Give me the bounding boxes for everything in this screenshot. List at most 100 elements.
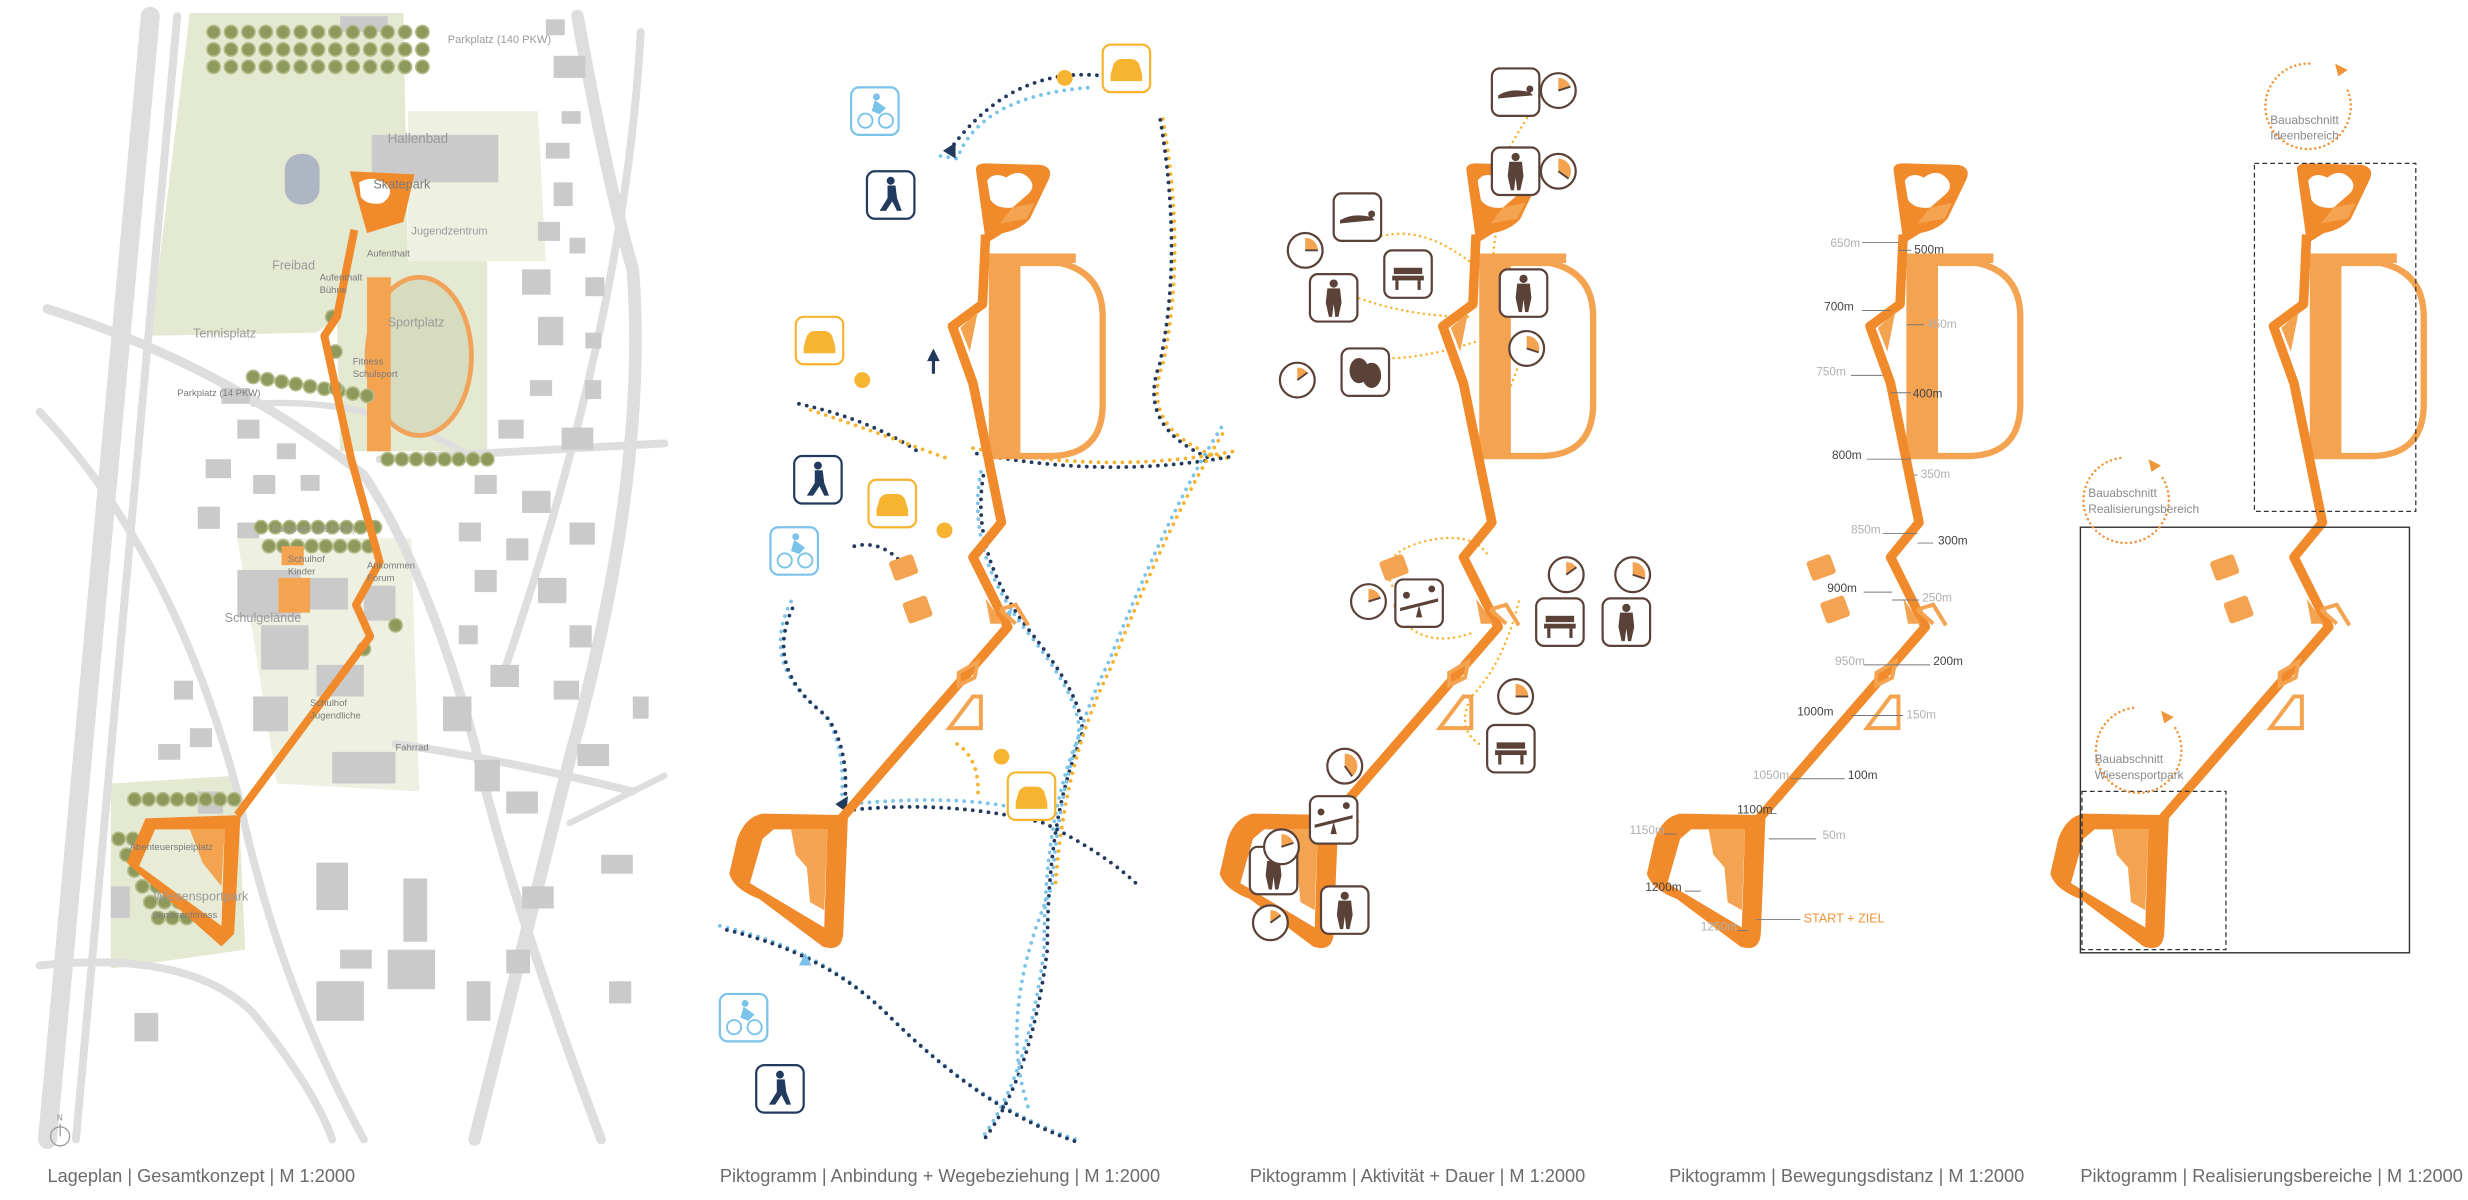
caption-activity: Piktogramm | Aktivität + Dauer | M 1:200… — [1250, 1166, 1585, 1186]
building — [522, 269, 551, 295]
clock-duration-icon — [1614, 556, 1652, 594]
label-fahrrad: Fahrrad — [396, 742, 429, 753]
phase-meadow-park: Bauabschnitt Wiesensportpark — [2095, 706, 2184, 795]
distance-label: 400m — [1913, 386, 1943, 400]
panel-activity: Piktogramm | Aktivität + Dauer | M 1:200… — [1220, 67, 1652, 1186]
tree-icon — [240, 42, 256, 57]
tree-icon — [324, 519, 340, 535]
label-wiesensportpark: Wiesensportpark — [153, 890, 249, 904]
tree-icon — [258, 59, 274, 75]
building — [466, 981, 491, 1021]
north-arrow: N — [49, 1113, 71, 1147]
building — [569, 522, 595, 545]
theater-masks-icon — [1340, 347, 1391, 398]
tree-icon — [296, 519, 312, 535]
distance-label: 350m — [1921, 467, 1951, 481]
bike-icon — [718, 992, 769, 1043]
building — [632, 696, 649, 719]
north-label: N — [57, 1113, 63, 1122]
activity-connectors — [1327, 94, 1544, 825]
building — [474, 475, 497, 495]
label-aufenthalt-buehne-1: Aufenthalt — [320, 272, 363, 283]
tree-icon — [346, 538, 362, 554]
tree-icon — [245, 369, 261, 385]
standing-person-icon — [1319, 885, 1370, 935]
phase-label: Bauabschnitt — [2095, 752, 2164, 766]
building — [458, 625, 478, 645]
pedestrian-icon — [755, 1064, 805, 1114]
distance-label: 50m — [1823, 828, 1846, 842]
building — [197, 506, 220, 529]
tree-icon — [414, 42, 430, 57]
tree-icon — [206, 24, 222, 40]
tree-icon — [282, 519, 297, 535]
arrow-icon — [798, 952, 812, 966]
distance-label: 950m — [1835, 654, 1865, 668]
tree-icon — [345, 59, 361, 75]
phase-realization: Bauabschnitt Realisierungsbereich — [2082, 456, 2199, 545]
clock-duration-icon — [1286, 231, 1324, 269]
tree-icon — [304, 538, 320, 554]
panel-connections: Piktogramm | Anbindung + Wegebeziehung |… — [717, 43, 1236, 1186]
buildings — [110, 16, 649, 1042]
tree-icon — [223, 59, 239, 75]
bench-icon — [1535, 597, 1585, 647]
tree-icon — [310, 59, 326, 75]
label-aufenthalt: Aufenthalt — [367, 249, 410, 260]
tree-icon — [345, 42, 361, 57]
caption-site-plan: Lageplan | Gesamtkonzept | M 1:2000 — [47, 1166, 355, 1186]
distance-label: 850m — [1851, 523, 1881, 537]
clock-duration-icon — [1539, 72, 1577, 110]
tree-icon — [274, 374, 290, 390]
building — [403, 878, 428, 942]
tree-icon — [310, 519, 326, 535]
swimmer-icon — [1490, 67, 1541, 117]
tree-icon — [465, 451, 481, 467]
bench-icon — [1383, 249, 1433, 299]
tree-icon — [206, 42, 222, 57]
tree-icon — [111, 831, 127, 847]
tree-icon — [223, 24, 239, 40]
tree-icon — [267, 519, 283, 535]
tree-icon — [332, 538, 348, 554]
phase-area-realization — [2079, 526, 2411, 954]
building — [498, 419, 524, 439]
bike-icon — [769, 526, 820, 576]
tree-icon — [141, 791, 157, 807]
tree-icon — [293, 59, 309, 75]
tree-icon — [397, 59, 413, 75]
building — [561, 427, 594, 450]
phase-label: Realisierungsbereich — [2088, 502, 2199, 516]
tree-icon — [362, 42, 378, 57]
tree-icon — [142, 894, 158, 910]
building — [474, 569, 497, 593]
car-icon — [794, 315, 845, 366]
building — [569, 625, 592, 648]
tree-icon — [318, 538, 334, 554]
distance-label: 450m — [1927, 317, 1957, 331]
car-icon — [1101, 43, 1152, 94]
tree-icon — [293, 42, 309, 57]
route-shape — [2050, 163, 2423, 948]
tree-icon — [226, 791, 242, 807]
building — [553, 55, 586, 78]
activity-icons — [1248, 67, 1652, 942]
pedestrian-icon — [865, 170, 916, 220]
phase-label: Ideenbereich — [2270, 129, 2339, 143]
tree-icon — [397, 24, 413, 40]
standing-person-icon — [1601, 597, 1652, 647]
building — [387, 949, 436, 990]
label-skatepark: Skatepark — [373, 178, 431, 192]
building — [174, 680, 194, 700]
tree-icon — [150, 910, 166, 926]
building — [585, 380, 602, 400]
path-network — [717, 70, 1236, 1145]
distance-label: 1200m — [1645, 880, 1681, 894]
clock-duration-icon — [1251, 904, 1289, 942]
tree-icon — [422, 451, 438, 467]
building — [134, 1012, 159, 1042]
building — [553, 182, 573, 207]
distance-label: 500m — [1914, 243, 1944, 257]
connection-icons — [718, 43, 1152, 1114]
label-tennisplatz: Tennisplatz — [193, 326, 256, 340]
